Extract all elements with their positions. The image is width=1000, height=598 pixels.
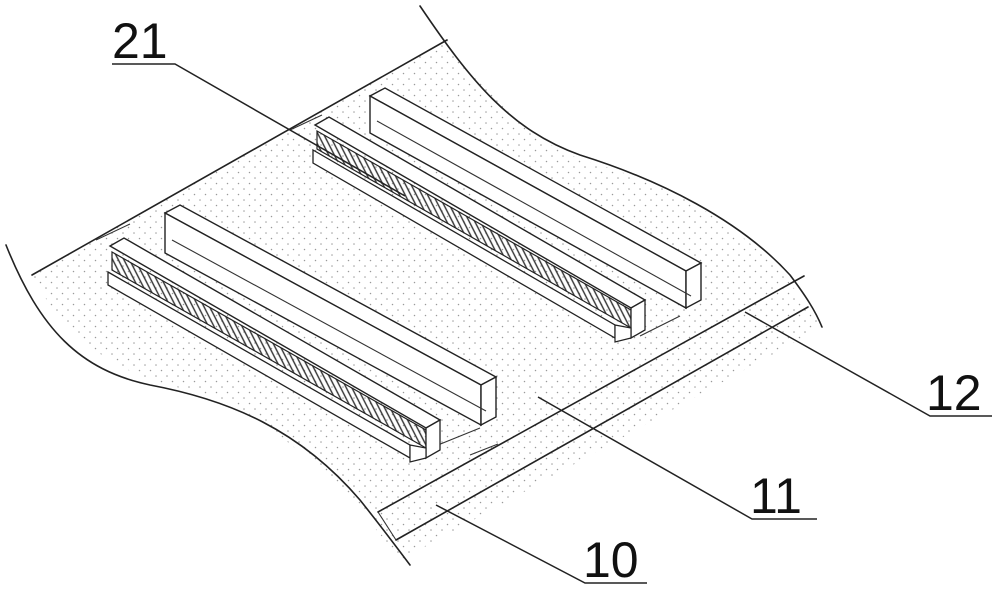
label-12: 12 (926, 365, 982, 421)
label-10: 10 (583, 532, 639, 588)
label-21: 21 (112, 13, 168, 69)
label-11: 11 (750, 468, 802, 524)
